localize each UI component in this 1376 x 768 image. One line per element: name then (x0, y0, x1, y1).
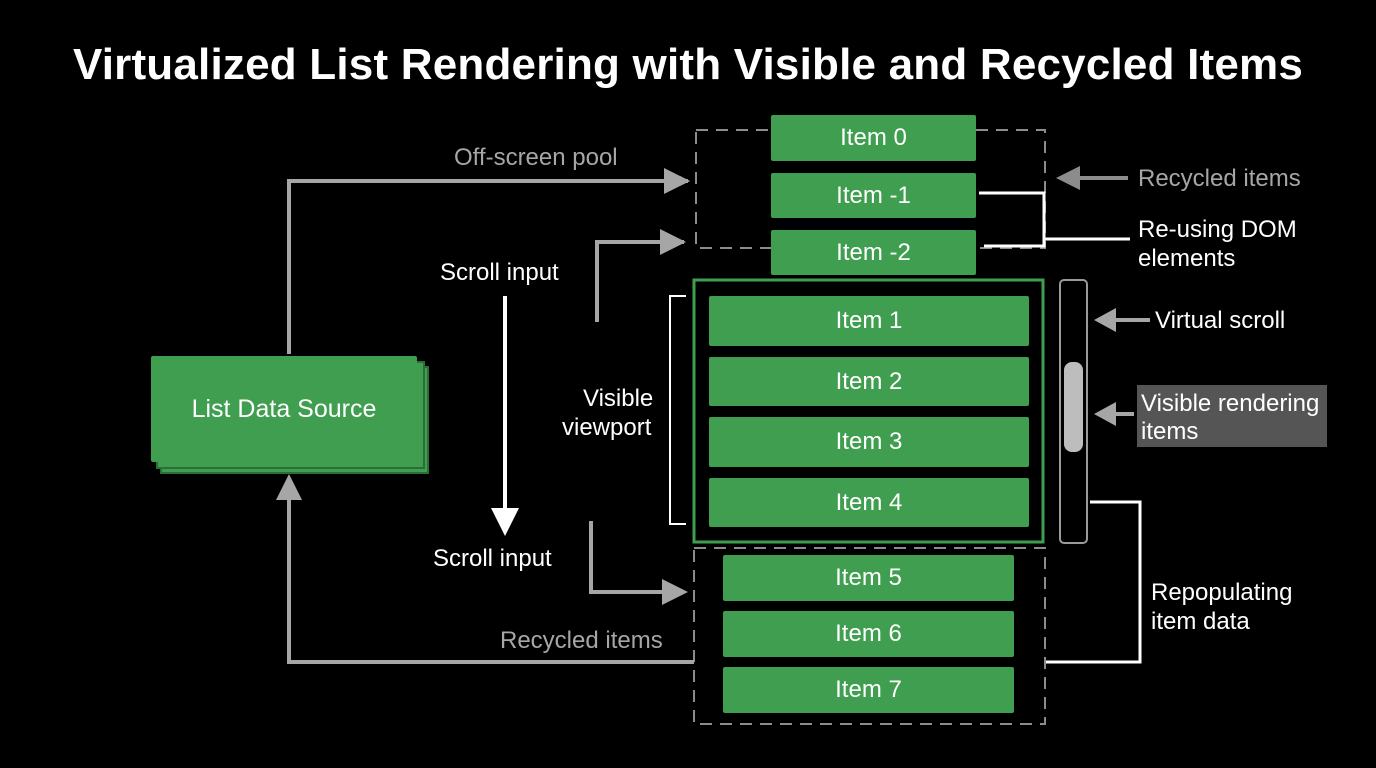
list-item: Item 2 (709, 357, 1029, 406)
reusing-dom-label-line2: elements (1138, 245, 1236, 272)
list-item: Item 3 (709, 417, 1029, 467)
recycled-items-bottom-label: Recycled items (500, 627, 663, 654)
list-item: Item 5 (723, 555, 1014, 601)
arrowhead-bottom-pool (662, 579, 688, 605)
viewport-bracket (669, 295, 686, 525)
arrowhead-top-pool (660, 229, 686, 255)
arrowhead-recycled-right (1056, 166, 1080, 190)
list-item-label: Item 7 (835, 676, 902, 703)
scroll-input-top-label: Scroll input (440, 259, 559, 286)
list-item: Item 0 (771, 115, 976, 161)
virtual-scroll-label: Virtual scroll (1155, 307, 1286, 334)
page-title: Virtualized List Rendering with Visible … (72, 40, 1304, 89)
list-item: Item 1 (709, 296, 1029, 346)
recycled-items-right-label: Recycled items (1138, 165, 1301, 192)
list-item-label: Item 4 (835, 488, 903, 516)
arrowhead-off-screen-pool (664, 168, 690, 194)
list-item: Item 4 (709, 478, 1029, 527)
visible-viewport-label-line2: viewport (562, 414, 652, 441)
list-data-source: List Data Source (151, 356, 417, 462)
list-item-label: Item 5 (835, 564, 902, 591)
reusing-dom-label-line1: Re-using DOM (1138, 216, 1297, 243)
scroll-arrowhead (491, 508, 519, 536)
list-item-label: Item 3 (835, 428, 903, 455)
repopulating-label-line1: Repopulating (1151, 579, 1293, 606)
list-item: Item -2 (771, 230, 976, 275)
virtual-scrollbar-thumb (1064, 362, 1083, 452)
visible-rendering-label-line2: items (1141, 418, 1199, 445)
arrow-source-to-pool (287, 176, 690, 354)
off-screen-pool-label: Off-screen pool (454, 144, 618, 171)
list-item: Item -1 (771, 173, 976, 218)
scroll-input-bottom-label: Scroll input (433, 545, 552, 572)
list-item-label: Item -2 (836, 238, 911, 266)
virtual-scrollbar-track (1059, 279, 1088, 544)
list-item: Item 7 (723, 667, 1014, 713)
list-data-source-label: List Data Source (191, 394, 377, 423)
repopulating-label-line2: item data (1151, 608, 1250, 635)
list-item-label: Item -1 (836, 181, 911, 209)
arrowhead-into-source (276, 474, 302, 500)
off-screen-pool-bottom-box (693, 547, 1046, 725)
arrow-recycled-to-source (287, 478, 694, 664)
reusing-dom-bracket (979, 191, 1046, 248)
visible-rendering-label-line1: Visible rendering (1141, 390, 1320, 417)
list-item: Item 6 (723, 611, 1014, 657)
arrowhead-visible-rendering (1094, 402, 1116, 426)
arrowhead-virtual-scroll (1094, 308, 1116, 332)
visible-viewport-label-line1: Visible (583, 385, 654, 412)
visible-viewport-box (692, 278, 1045, 544)
repopulating-bracket (1046, 500, 1142, 664)
list-item-label: Item 2 (835, 367, 903, 395)
arrow-scroll-to-bottom-pool (589, 521, 668, 594)
list-item-label: Item 0 (840, 124, 907, 151)
list-item-label: Item 1 (835, 307, 903, 334)
visible-rendering-highlight (1137, 385, 1327, 447)
arrow-viewport-to-top-pool (595, 240, 684, 322)
list-item-label: Item 6 (835, 620, 902, 647)
